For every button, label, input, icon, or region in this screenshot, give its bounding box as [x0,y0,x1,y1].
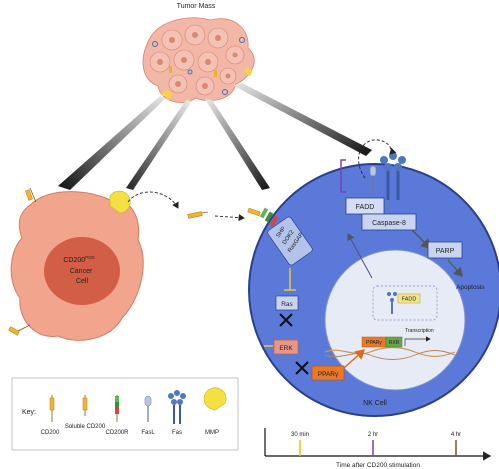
ppar-to-nucleus-arrow [343,349,366,369]
erk-label: ERK [279,345,293,352]
key-label-cd200: CD200 [41,430,60,436]
zoom-line [58,96,166,190]
key-cd200r-icon [115,395,119,422]
cancer-cell-label: CD200POS Cancer Cell [63,254,96,285]
key-label-soluble-cd200: Soluble CD200 [65,424,106,430]
key-soluble-cd200-icon [82,395,88,416]
binding-arrow [214,214,245,222]
key-label-fasl: FasL [141,430,155,436]
parp-to-apoptosis-arrow [447,259,463,277]
apoptosis-label: Apoptosis [456,284,485,291]
timeline-label-4hr: 4 hr [451,432,461,438]
adaptor-complex-box [267,216,313,266]
ras-box [275,295,299,311]
nucleus-to-fadd-arrow [347,233,373,279]
caspase-8-label: Caspase-8 [372,220,406,227]
parp-label: PARP [436,248,455,255]
cleavage-arrow [127,191,179,209]
cancer-cell [10,191,144,341]
key-cd200-icon [49,395,55,422]
two-hour-bracket [340,159,346,193]
ras-label: Ras [281,301,293,308]
dna-strand [324,346,456,358]
transcription-label: Transcription [405,328,434,334]
cd200-marker [8,324,31,336]
mmp-enzyme [109,190,131,214]
key-label-fas: Fas [172,430,182,436]
key-fas-icon [168,390,186,424]
ppar-label: PPARγ [318,371,339,378]
key-box [11,377,239,451]
caspase-8-box [361,213,417,231]
block-x-icon [295,361,309,375]
fadd-label: FADD [356,204,375,211]
zoom-line [126,100,192,190]
tumor-mass-title: Tumor Mass [177,3,216,10]
key-title: Key: [22,409,36,416]
block-x-icon [279,313,293,327]
fas-receptor [380,152,406,200]
fas-icon [387,292,397,314]
erk-box [273,339,299,355]
rxr-label: RXR [389,340,400,346]
rxr-box [385,336,403,348]
zoom-line [234,82,372,156]
key-label-mmp: MMP [205,430,219,436]
timeline-label-30min: 30 min [291,432,309,438]
transcription-arrow [404,336,431,346]
fasl-ligand [369,165,377,196]
ppar-small-label: PPARγ [366,340,382,346]
dna-strand [324,350,456,360]
cd200-marker [25,187,37,203]
soluble-cd200-bound [247,207,261,217]
timeline-label-2hr: 2 hr [368,432,378,438]
caspase-to-parp-arrow [411,229,431,249]
nuclear-complex-box [372,285,438,321]
ppar-box [311,365,345,381]
cd200r-receptor [259,207,279,227]
inhibition-bar [284,268,296,291]
soluble-cd200 [187,211,209,219]
zoom-line [205,99,270,190]
key-label-cd200r: CD200R [105,430,129,436]
key-fasl-icon [144,395,152,422]
timeline-axis-label: Time after CD200 stimulation [336,462,420,469]
svg-text:SHP: SHP [275,226,287,239]
timeline [264,428,492,461]
fasl-binding-arrow [358,139,397,179]
nucleus-fadd-label: FADD [402,297,417,303]
nk-cell-label: NK Cell [363,400,387,407]
tumor-mass [142,17,255,103]
nucleus-fadd-box [397,293,421,304]
parp-box [427,241,463,259]
key-mmp-icon [203,387,227,411]
